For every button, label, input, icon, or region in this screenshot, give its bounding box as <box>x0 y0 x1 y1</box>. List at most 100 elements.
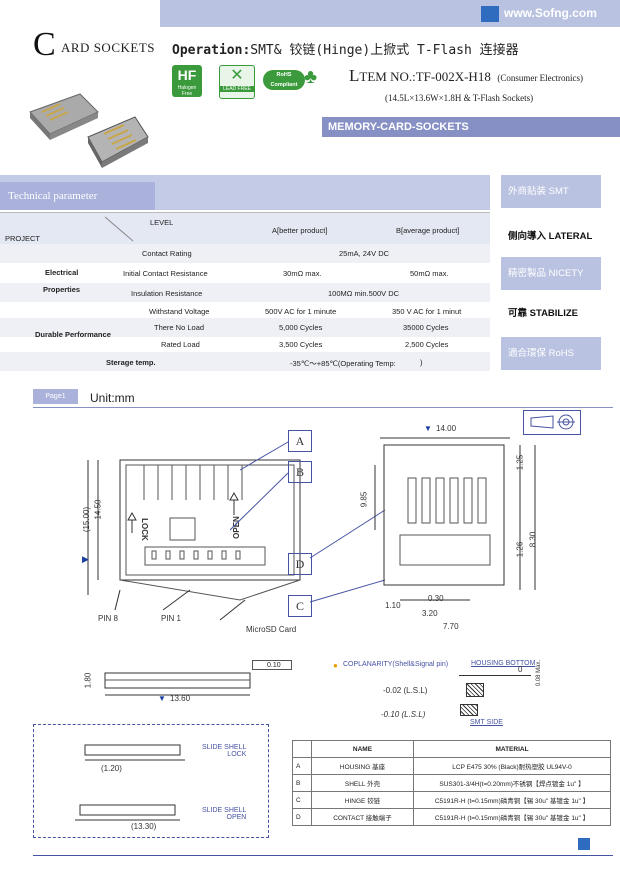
table-header: LEVEL PROJECT A[better product] B[averag… <box>0 212 490 246</box>
title-initial: C <box>33 26 56 63</box>
row-b: 350 V AC for 1 minut <box>392 307 462 316</box>
series-banner: MEMORY-CARD-SOCKETS <box>322 117 620 137</box>
dot-icon: ● <box>333 661 338 670</box>
feature-stabilize: 可靠 STABILIZE <box>501 297 601 330</box>
hatch-block <box>460 704 478 716</box>
dim-open: (13.30) <box>131 822 157 831</box>
item-size: (14.5L×13.6W×1.8H & T-Flash Sockets) <box>385 93 534 103</box>
side-view-drawing <box>104 672 251 696</box>
callout-leaders <box>230 441 386 603</box>
slide-shell-panel <box>33 724 269 838</box>
row-b: 2,500 Cycles <box>405 340 449 349</box>
dim-arrow-icon: ▼ <box>158 694 166 703</box>
projection-symbol-icon <box>523 410 581 435</box>
hatch-block <box>466 683 484 697</box>
row-a: 3,500 Cycles <box>279 340 323 349</box>
callout-d: D <box>288 553 312 575</box>
header-level: LEVEL <box>150 218 174 227</box>
row-a: 500V AC for 1 minute <box>265 307 337 316</box>
callout-b: B <box>288 461 312 483</box>
footer-logo-icon <box>578 838 590 850</box>
smt-side-label: SMT SIDE <box>470 719 503 726</box>
max-label: 0.08 Max. <box>536 659 543 687</box>
page-title: ARD SOCKETS <box>61 40 155 55</box>
operation-title: Operation:SMT& 铰链(Hinge)上掀式 T-Flash 连接器 <box>172 43 519 58</box>
lsl1-label: -0.02 (L.S.L) <box>383 686 428 695</box>
dim-h6: 0.30 <box>428 594 444 603</box>
rohs-badge: RoHS Compliant <box>263 70 305 90</box>
lead-free-badge: ✕ LEAD FREE <box>219 65 255 99</box>
dim-h8: 7.70 <box>443 622 459 631</box>
slide-open-label: SLIDE SHELL OPEN <box>202 807 247 821</box>
dim-left-total: (15.00) <box>82 506 92 533</box>
slide-shell-drawing <box>75 744 185 821</box>
feature-nicety: 精密製品 NICETY <box>501 257 601 290</box>
dim-lock: (1.20) <box>101 764 122 773</box>
product-photo <box>29 93 149 168</box>
row-label: Insulation Resistance <box>131 289 203 298</box>
brand-logo-icon <box>481 6 499 22</box>
feature-lateral: 侧向導入 LATERAL <box>501 220 601 253</box>
divider <box>33 407 613 408</box>
item-number: LTEM NO.:TF-002X-H18 (Consumer Electroni… <box>349 66 584 85</box>
header-a: A[better product] <box>272 226 328 235</box>
footer-line <box>33 855 613 856</box>
dim-bottom-width: 13.60 <box>170 694 191 703</box>
pin1-label: PIN 1 <box>161 614 182 623</box>
row-label: Initial Contact Resistance <box>123 269 208 278</box>
coplanarity-label: COPLANARITY(Shell&Signal pin) <box>343 661 449 668</box>
pin8-label: PIN 8 <box>98 614 119 623</box>
slide-lock-label: SLIDE SHELL LOCK <box>202 744 247 758</box>
top-view-drawing <box>87 459 301 621</box>
header-b: B[average product] <box>396 226 460 235</box>
page-tab[interactable]: Page1 <box>33 389 78 404</box>
feature-smt: 外商贴装 SMT <box>501 175 601 208</box>
halogen-free-badge: HF Halogen Free <box>172 65 202 97</box>
dim-h2: 9.85 <box>359 491 369 508</box>
housing-bottom-label: HOUSING BOTTOM <box>471 660 536 667</box>
group-electrical: Electrical <box>45 268 79 277</box>
row-a: 5,000 Cycles <box>279 323 323 332</box>
dim-h7: 3.20 <box>422 609 438 618</box>
lsl2-label: -0.10 (L.S.L) <box>381 710 426 719</box>
row-a: 25mA, 24V DC <box>339 249 390 258</box>
col-material: MATERIAL <box>413 740 611 758</box>
row-a: -35℃～+85℃(Operating Temp: <box>290 359 396 368</box>
row-label: There No Load <box>154 323 205 332</box>
row-b: ) <box>420 358 423 367</box>
row-a: 30mΩ max. <box>283 269 322 278</box>
clover-icon: ♣ <box>304 66 318 88</box>
dim-h4: 1.26 <box>515 541 525 558</box>
row-label: Sterage temp. <box>106 358 156 367</box>
arrow-marker-icon: ▶ <box>82 554 89 564</box>
zero-label: 0 <box>518 665 523 674</box>
callout-a: A <box>288 430 312 452</box>
dim-top-width: 14.00 <box>436 424 457 433</box>
dim-h5: 1.10 <box>385 601 401 610</box>
header-band <box>160 0 620 27</box>
feature-rohs: 適合環保 RoHS <box>501 337 601 370</box>
dim-left-height: 14.50 <box>93 499 103 520</box>
header-diagonal <box>104 216 134 242</box>
ref-line <box>459 675 531 676</box>
row-label: Contact Rating <box>142 249 192 258</box>
row-a: 100MΩ min.500V DC <box>328 289 400 298</box>
dim-h1: 1.25 <box>515 454 525 471</box>
dim-h3: 8.30 <box>528 531 538 548</box>
brand-site[interactable]: www.Sofng.com <box>504 6 597 20</box>
col-name: NAME <box>311 740 414 758</box>
row-b: 50mΩ max. <box>410 269 449 278</box>
group-durable: Durable Performance <box>35 330 111 339</box>
dim-arrow-icon: ▼ <box>424 424 432 433</box>
dim-height: 1.80 <box>83 672 93 689</box>
tab-technical-parameter[interactable]: Technical parameter <box>0 182 155 210</box>
row-label: Rated Load <box>161 340 200 349</box>
row-b: 35000 Cycles <box>403 323 449 332</box>
flatness-box: 0.10 <box>252 660 292 670</box>
callout-c: C <box>288 595 312 617</box>
